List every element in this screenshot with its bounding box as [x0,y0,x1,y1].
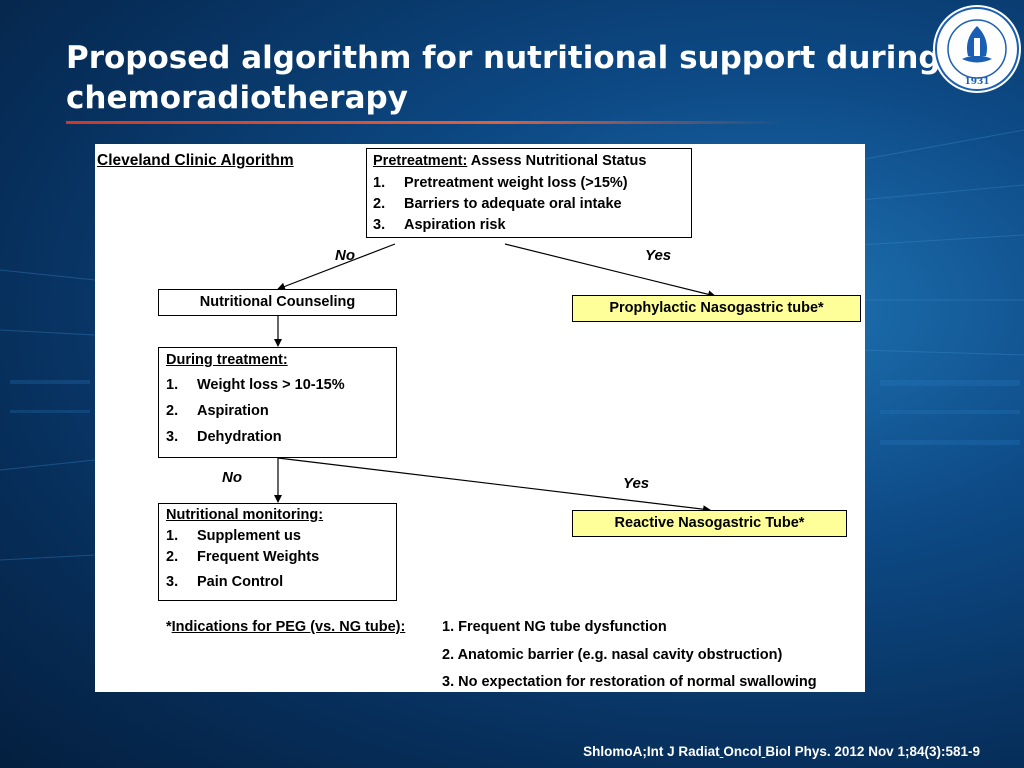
peg-indication-item: 2. Anatomic barrier (e.g. nasal cavity o… [442,647,783,663]
pretreatment-box: Pretreatment: Assess Nutritional Status … [366,148,692,238]
pretreatment-heading-label: Pretreatment: [373,153,468,169]
during-treatment-box: During treatment: 1. Weight loss > 10-15%… [158,347,397,458]
item-number: 2. [373,196,386,212]
item-text: Pain Control [197,574,284,590]
during-treatment-item: 1. Weight loss > 10-15% [166,377,389,393]
pretreatment-item: 2. Barriers to adequate oral intake [373,196,685,212]
reactive-tube-box: Reactive Nasogastric Tube* [572,510,847,537]
item-text: Frequent Weights [197,549,320,565]
pretreatment-heading: Pretreatment: Assess Nutritional Status [373,153,685,169]
pretreatment-item: 3. Aspiration risk [373,217,685,233]
item-number: 1. [166,377,179,393]
algorithm-panel: Cleveland Clinic Algorithm Pretreatment:… [95,144,865,692]
pretreatment-item: 1. Pretreatment weight loss (>15%) [373,175,685,191]
item-number: 1. [373,175,386,191]
citation-part: Oncol [723,744,762,759]
monitoring-item: 1. Supplement us [166,528,389,544]
item-number: 3. [166,574,179,590]
arrow-yes-to-prophylactic [504,243,716,299]
reactive-tube-label: Reactive Nasogastric Tube* [614,515,805,531]
item-number: 2. [166,549,179,565]
peg-asterisk: * [166,619,172,635]
citation: ShlomoA;Int J Radiat Oncol Biol Phys. 20… [583,744,980,759]
item-text: Pretreatment weight loss (>15%) [404,175,628,191]
peg-indication-item: 3. No expectation for restoration of nor… [442,674,817,690]
item-text: Aspiration risk [404,217,506,233]
peg-indication-item: 1. Frequent NG tube dysfunction [442,619,667,635]
item-text: Aspiration [197,403,269,419]
during-treatment-item: 2. Aspiration [166,403,389,419]
nutritional-counseling-box: Nutritional Counseling [158,289,397,316]
slide-title-line1: Proposed algorithm for nutritional suppo… [66,40,941,76]
arrow-no-to-counseling [277,243,396,291]
citation-part: ShlomoA;Int J Radiat [583,744,720,759]
peg-indications-heading: *Indications for PEG (vs. NG tube): [166,619,405,635]
flow-connectors [274,243,716,514]
item-number: 3. [166,429,179,445]
item-number: 3. [373,217,386,233]
prophylactic-tube-label: Prophylactic Nasogastric tube* [609,300,824,316]
citation-part: Biol Phys. 2012 Nov 1;84(3):581-9 [765,744,980,759]
item-text: Dehydration [197,429,282,445]
label-yes-1: Yes [645,247,672,264]
item-number: 1. [166,528,179,544]
nutritional-counseling-label: Nutritional Counseling [199,294,356,310]
peg-heading-text: Indications for PEG (vs. NG tube): [171,619,406,635]
item-text: Barriers to adequate oral intake [404,196,622,212]
item-text: Supplement us [197,528,301,544]
nutritional-monitoring-box: Nutritional monitoring: 1.Supplement us … [158,503,397,601]
university-seal-logo: 1931 [933,5,1021,93]
during-treatment-item: 3. Dehydration [166,429,389,445]
monitoring-heading: Nutritional monitoring: [166,507,324,523]
label-no-1: No [335,247,355,264]
prophylactic-tube-box: Prophylactic Nasogastric tube* [572,295,861,322]
monitoring-item: 2. Frequent Weights [166,549,389,565]
slide-title: Proposed algorithm for nutritional suppo… [66,38,946,118]
svg-text:1931: 1931 [964,77,989,87]
arrow-yes-to-reactive [277,457,711,514]
monitoring-item: 3. Pain Control [166,574,389,590]
algorithm-title: Cleveland Clinic Algorithm [97,152,294,169]
slide-title-line2: chemoradiotherapy [66,80,408,116]
item-number: 2. [166,403,179,419]
title-underline-rule [66,121,786,124]
pretreatment-heading-text: Assess Nutritional Status [467,153,647,169]
label-no-2: No [222,469,242,486]
item-text: Weight loss > 10-15% [197,377,345,393]
label-yes-2: Yes [623,475,650,492]
during-treatment-heading: During treatment: [166,352,288,368]
